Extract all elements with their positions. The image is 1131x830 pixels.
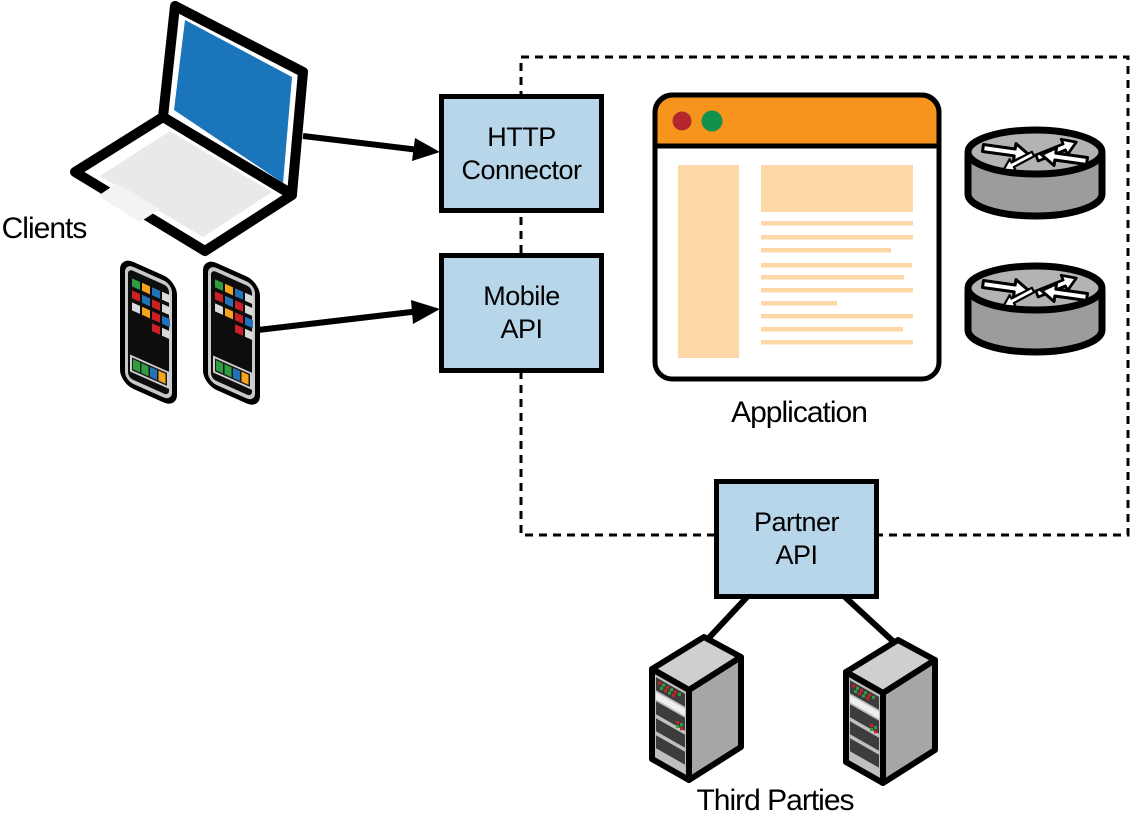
partner-api-label-line1: Partner [753,507,840,538]
server-icon [652,637,741,780]
http-connector-label-line1: HTTP [487,121,556,152]
laptop-to-http-line [302,133,420,153]
router-icon [968,266,1102,352]
third-parties-label: Third Parties [696,784,854,817]
mobile-api-node: Mobile API [439,253,604,373]
browser-window-icon [652,92,942,382]
mobile-api-label-line1: Mobile [483,281,560,312]
partner-api-node: Partner API [714,479,879,599]
phone-to-mobile-line [257,308,421,333]
http-connector-node: HTTP Connector [439,94,604,213]
window-button-red-icon [672,111,692,131]
smartphone-icon [123,260,175,405]
connector-arrows [257,133,440,333]
browser-titlebar [652,92,942,149]
partner-to-server-right-line [842,594,898,646]
partner-api-label-line2: API [775,540,818,570]
server-icon [846,640,935,783]
mobile-api-label-line2: API [500,314,543,344]
page-content-placeholder [678,165,913,358]
partner-to-server-left-line [703,594,750,644]
application-label: Application [731,396,868,429]
router-icon [968,130,1102,216]
arrowhead-icon [411,300,440,324]
arrowhead-icon [412,138,440,161]
window-button-green-icon [701,110,723,132]
laptop-icon [70,1,308,256]
clients-label: Clients [1,212,88,245]
http-connector-label-line2: Connector [461,154,582,185]
smartphone-icon [206,261,258,406]
